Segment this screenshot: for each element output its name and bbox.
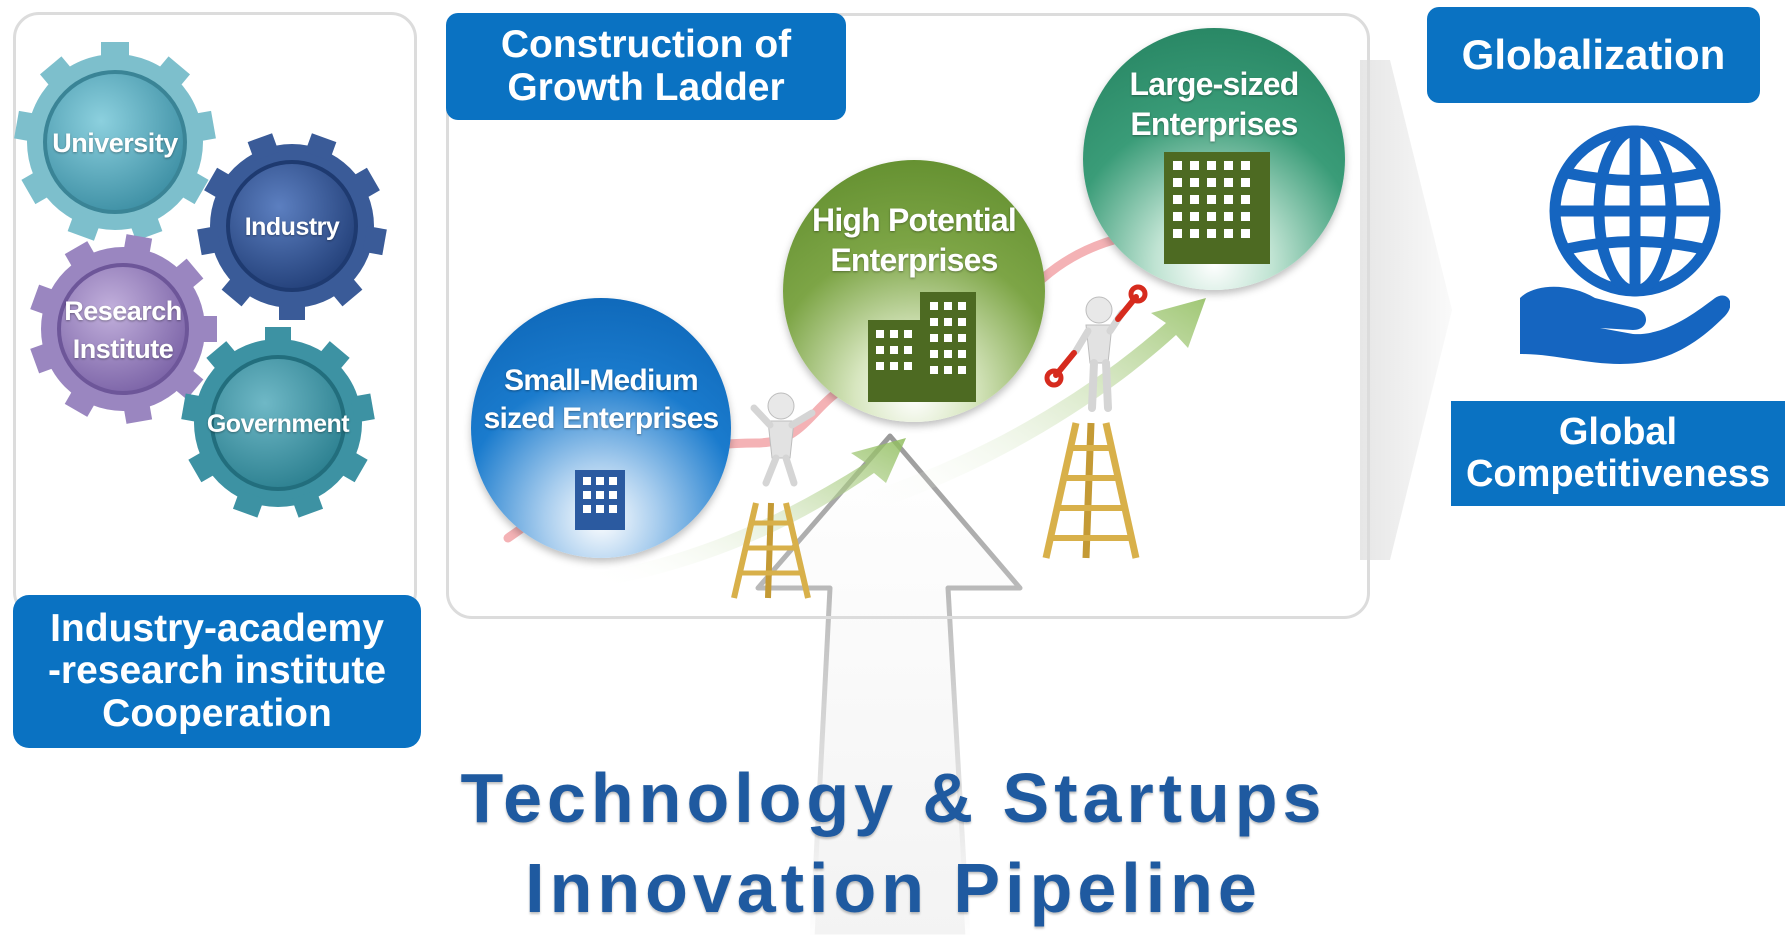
figure-jumping-icon xyxy=(750,392,816,487)
stage-sme-label-line2: sized Enterprises xyxy=(483,401,720,435)
growth-arrow-1 xyxy=(596,438,906,588)
pipeline-title-line2: Innovation Pipeline xyxy=(525,849,1262,927)
stage-large-label-line1: Large-sized xyxy=(1129,66,1299,102)
growth-ladder-panel xyxy=(446,13,1370,619)
stage-high-potential-label-line1: High Potential xyxy=(812,202,1017,238)
stage-sme-label: Small-Medium sized Enterprises xyxy=(471,362,731,437)
ladder-large xyxy=(1042,422,1140,559)
figure-wrench-icon xyxy=(1044,284,1148,412)
research-institute-gear xyxy=(30,234,217,424)
stage-large-label-line2: Enterprises xyxy=(1130,106,1298,142)
cooperation-caption-line1: Industry-academy xyxy=(50,607,384,651)
global-competitiveness: Global Competitiveness xyxy=(1451,401,1785,506)
stage-large-label: Large-sized Enterprises xyxy=(1083,64,1345,144)
globe-in-hand-icon xyxy=(1520,125,1730,364)
ladder-small xyxy=(731,502,811,599)
gear-label-government: Government xyxy=(206,410,350,438)
gear-label-university: University xyxy=(52,128,178,158)
globalization-title: Globalization xyxy=(1427,7,1760,103)
building-icon-high-potential xyxy=(868,292,976,402)
pipeline-title-line1: Technology & Startups xyxy=(460,759,1327,837)
building-icon-large xyxy=(1164,152,1270,264)
gear-label-industry: Industry xyxy=(244,213,340,241)
gear-label-research: Research xyxy=(64,296,182,326)
cooperation-caption-line3: Cooperation xyxy=(102,691,332,735)
building-icon-sme xyxy=(575,470,625,530)
cooperation-gears xyxy=(14,42,387,518)
industry-gear xyxy=(197,133,387,320)
growth-ladder-title: Construction of Growth Ladder xyxy=(446,13,846,120)
university-gear xyxy=(14,42,216,241)
gear-label-institute: Institute xyxy=(72,334,174,364)
cooperation-caption-line2: -research institute xyxy=(47,649,387,693)
stage-sme-label-line1: Small-Medium xyxy=(504,364,699,397)
growth-arrow-2 xyxy=(866,298,1206,513)
government-gear xyxy=(181,327,375,518)
growth-ladder-title-line2: Growth Ladder xyxy=(507,65,785,109)
stage-high-potential-label: High Potential Enterprises xyxy=(783,200,1045,280)
stage-high-potential-label-line2: Enterprises xyxy=(830,242,998,278)
global-competitiveness-line2: Competitiveness xyxy=(1465,452,1771,495)
cooperation-caption: Industry-academy -research institute Coo… xyxy=(13,595,421,748)
global-competitiveness-line1: Global xyxy=(1558,411,1678,454)
right-chevron-arrow xyxy=(1360,60,1452,560)
growth-ladder-title-line1: Construction of xyxy=(500,23,792,67)
